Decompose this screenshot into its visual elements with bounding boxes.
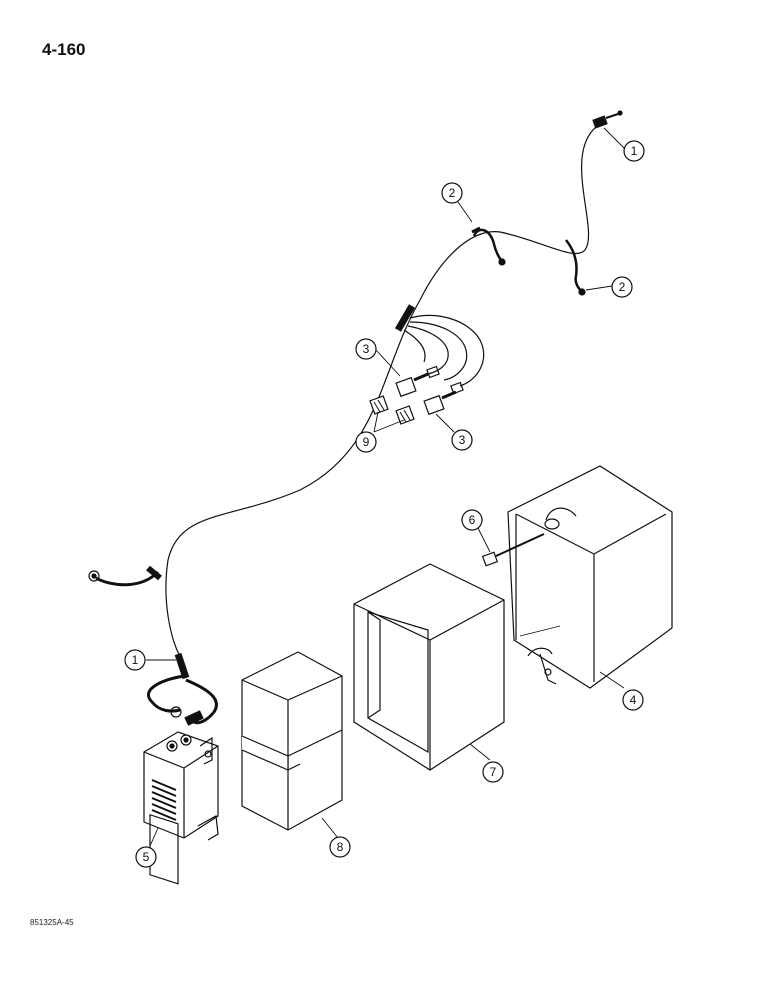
foam-block	[241, 651, 343, 831]
backup-alarm	[143, 731, 219, 885]
callout-9: 9	[355, 431, 377, 453]
callout-label: 4	[630, 693, 637, 707]
harness-end-connector	[592, 110, 623, 129]
callout-4: 5	[135, 846, 157, 868]
page-number: 4-160	[42, 40, 86, 59]
harness-lower-sleeve	[174, 652, 190, 680]
cover-screw	[481, 533, 545, 567]
callout-7: 7	[482, 761, 504, 783]
leader-lines	[146, 127, 627, 847]
callout-1-lower: 1	[124, 649, 146, 671]
figure-reference-code: 851325A-45	[30, 918, 74, 927]
fitting-right	[395, 405, 415, 425]
harness-clip-lower	[565, 239, 586, 296]
callout-3-upper: 3	[355, 338, 377, 360]
switch-terminal-lower	[423, 381, 464, 416]
fitting-left	[369, 395, 389, 415]
callout-label: 2	[619, 280, 626, 294]
callout-label: 7	[490, 765, 497, 779]
alarm-cover	[507, 465, 673, 689]
ring-terminal-lead	[88, 565, 162, 587]
callout-label: 9	[363, 435, 370, 449]
enclosure-liner	[353, 563, 505, 771]
callout-label: 5	[143, 850, 150, 864]
switch-terminal-upper	[395, 365, 440, 398]
callout-label: 1	[132, 653, 139, 667]
callout-6: 6	[461, 509, 483, 531]
callout-label: 8	[337, 840, 344, 854]
callout-label: 3	[363, 342, 370, 356]
callout-label: 6	[469, 513, 476, 527]
callout-5: 4	[622, 689, 644, 711]
callout-label: 2	[449, 186, 456, 200]
alarm-lead-wires	[147, 674, 218, 726]
harness-wire	[165, 123, 601, 661]
callout-label: 3	[459, 433, 466, 447]
harness-split-sleeve	[394, 304, 485, 387]
harness-clip-upper	[471, 226, 506, 266]
callout-2-upper: 2	[441, 182, 463, 204]
callout-label: 1	[631, 144, 638, 158]
callout-2-lower: 2	[611, 276, 633, 298]
callout-8: 8	[329, 836, 351, 858]
callout-3-lower: 3	[451, 429, 473, 451]
callout-1-upper: 1	[623, 140, 645, 162]
